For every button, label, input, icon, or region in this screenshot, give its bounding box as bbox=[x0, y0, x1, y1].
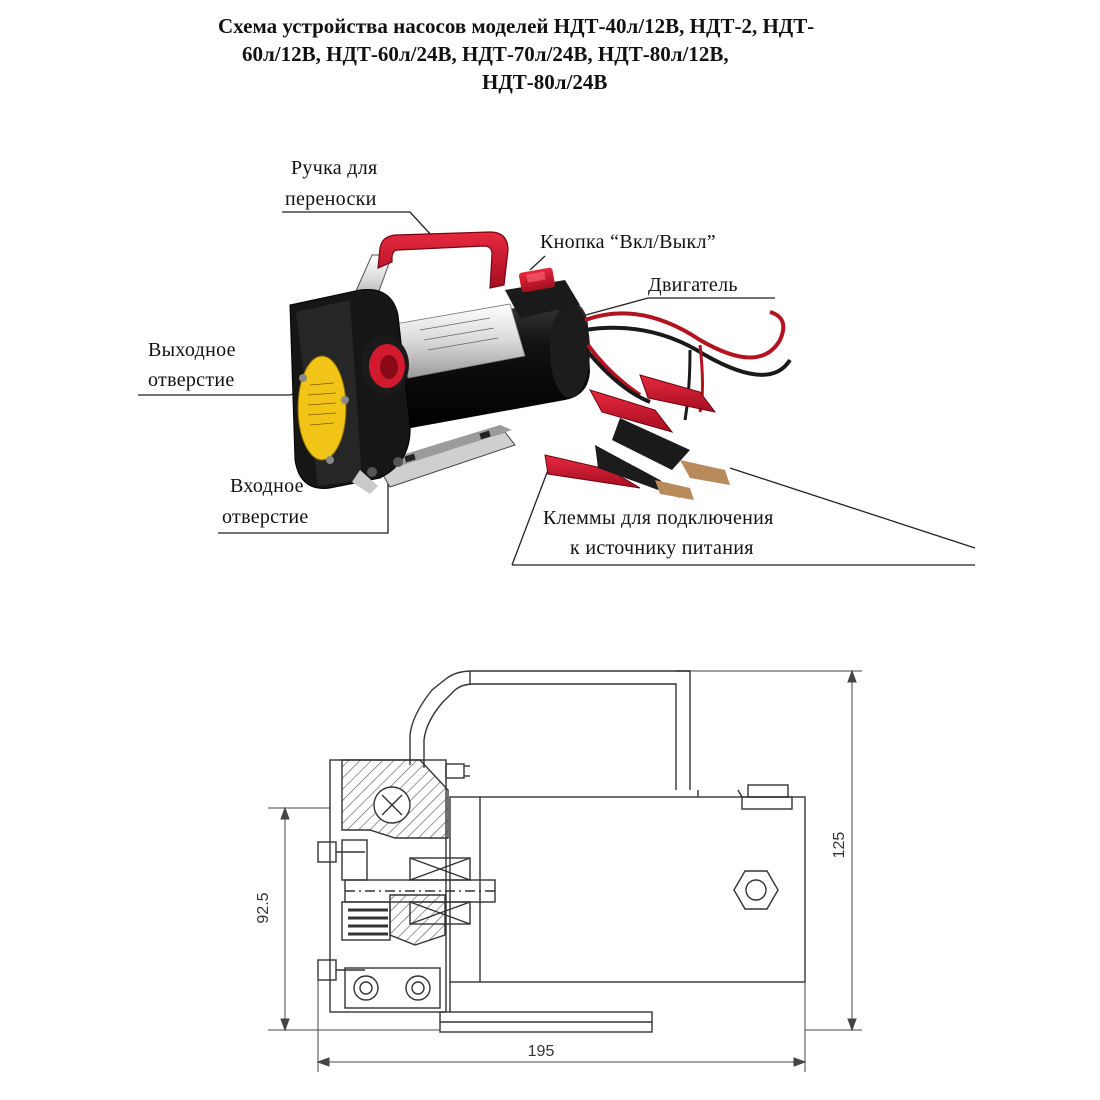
label-clamps-2: к источнику питания bbox=[570, 537, 754, 559]
label-inlet-1: Входное bbox=[230, 475, 304, 497]
pump-photo bbox=[289, 231, 792, 500]
dim-label-92-5: 92.5 bbox=[255, 892, 272, 923]
title-line-1: Схема устройства насосов моделей НДТ-40л… bbox=[218, 14, 815, 38]
label-handle-1: Ручка для bbox=[291, 157, 378, 179]
battery-clamps bbox=[544, 374, 730, 500]
label-inlet-2: отверстие bbox=[222, 506, 309, 528]
title-line-2: 60л/12В, НДТ-60л/24В, НДТ-70л/24В, НДТ-8… bbox=[242, 42, 729, 66]
dim-label-195: 195 bbox=[528, 1043, 555, 1060]
mounting-bracket bbox=[379, 425, 516, 488]
motor-body bbox=[392, 299, 590, 430]
drawing-handle bbox=[409, 670, 691, 790]
leader-inlet bbox=[218, 480, 389, 534]
leader-motor bbox=[559, 297, 775, 323]
label-outlet-2: отверстие bbox=[148, 369, 235, 391]
leader-clamps-b bbox=[729, 467, 976, 549]
drawing-motor bbox=[449, 796, 806, 983]
leader-button bbox=[529, 255, 546, 271]
leader-handle bbox=[282, 211, 433, 237]
label-motor: Двигатель bbox=[648, 274, 738, 296]
label-outlet-1: Выходное bbox=[148, 339, 236, 361]
title-line-3: НДТ-80л/24В bbox=[482, 70, 608, 94]
leader-clamps-a bbox=[511, 469, 549, 566]
switch-housing bbox=[505, 267, 580, 318]
dim-label-125: 125 bbox=[831, 832, 848, 859]
dimension-lines bbox=[268, 669, 862, 1072]
diagram-title: Схема устройства насосов моделей НДТ-40л… bbox=[200, 12, 940, 96]
label-clamps-1: Клеммы для подключения bbox=[543, 507, 774, 529]
pump-head bbox=[289, 289, 411, 494]
label-button: Кнопка “Вкл/Выкл” bbox=[540, 231, 716, 253]
technical-drawing bbox=[317, 670, 806, 1033]
label-handle-2: переноски bbox=[285, 188, 377, 210]
drawing-hex-nut bbox=[733, 870, 779, 910]
